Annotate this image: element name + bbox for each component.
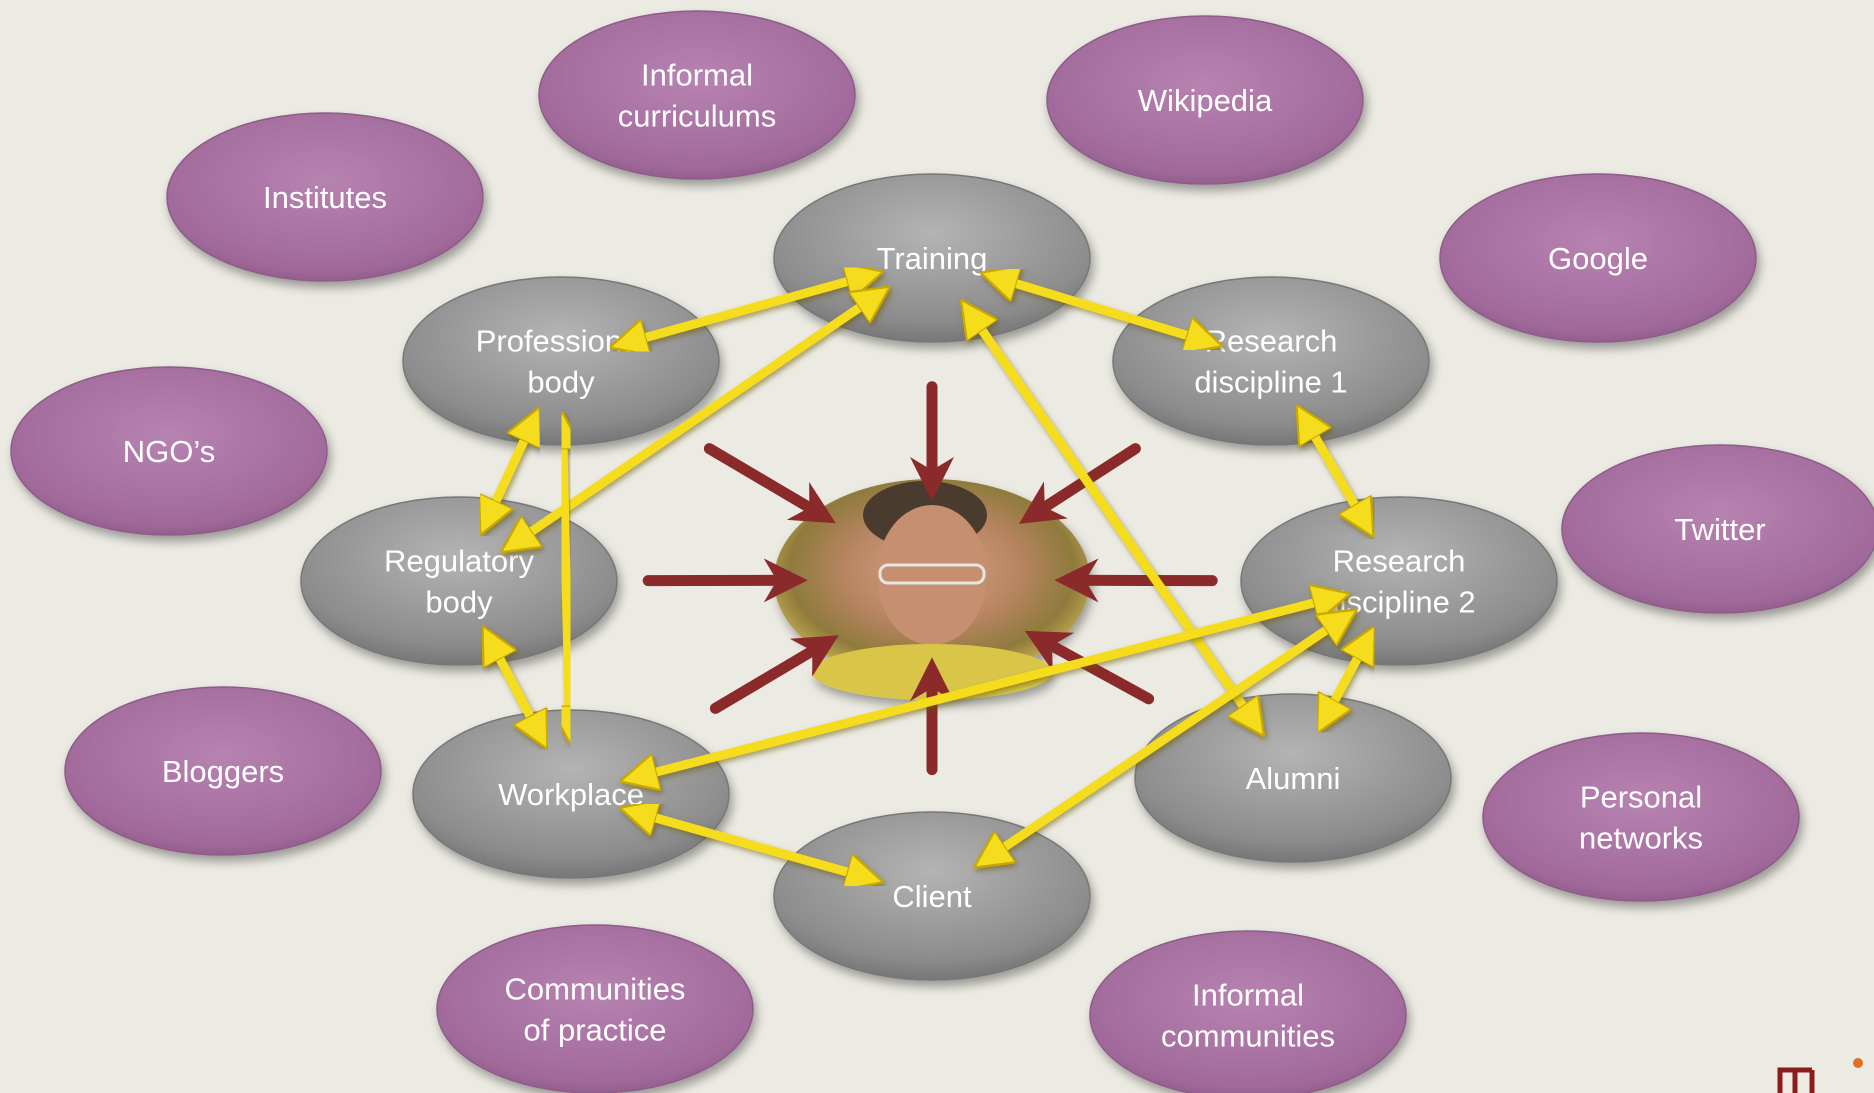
inner-node-shape [1240, 496, 1558, 666]
connection-client-research-discipline-2 [983, 616, 1347, 862]
node-label: Research [1205, 324, 1338, 359]
node-client: Client [773, 811, 1091, 981]
node-informal-curriculums: Informal curriculums [538, 10, 856, 180]
node-label: body [425, 585, 493, 620]
node-label: Communities [505, 972, 686, 1007]
connection-research-discipline-2-alumni [1322, 636, 1369, 724]
outer-node-layer: Informal curriculums WikipediaInstitutesGo… [10, 10, 1874, 1093]
node-label: Informal [1192, 978, 1304, 1013]
node-twitter: Twitter [1561, 444, 1874, 614]
node-label: curriculums [618, 99, 776, 134]
node-google: Google [1439, 173, 1757, 343]
outer-node-shape [1089, 930, 1407, 1093]
node-label: Google [1548, 241, 1648, 276]
logo-mark [1777, 1058, 1863, 1093]
node-label: Workplace [498, 777, 644, 812]
outer-node-shape [1482, 732, 1800, 902]
node-label: Bloggers [162, 754, 284, 789]
node-label: of practice [523, 1013, 666, 1048]
outer-node-shape [436, 924, 754, 1093]
connection-regulatory-body-workplace [488, 636, 542, 739]
node-label: networks [1579, 821, 1703, 856]
node-ngos: NGO’s [10, 366, 328, 536]
node-label: Training [877, 241, 988, 276]
outer-node-shape [538, 10, 856, 180]
node-alumni: Alumni [1134, 693, 1452, 863]
outer-node-shape [1439, 173, 1757, 343]
connection-layer [485, 275, 1370, 880]
node-label: Institutes [263, 180, 387, 215]
connection-research-discipline-1-research-discipline-2 [1302, 415, 1368, 528]
node-label: Client [892, 879, 972, 914]
outer-node-shape [10, 366, 328, 536]
node-personal-networks: Personal networks [1482, 732, 1800, 902]
node-label: communities [1161, 1019, 1335, 1054]
node-informal-communities: Informal communities [1089, 930, 1407, 1093]
node-wikipedia: Wikipedia [1046, 15, 1364, 185]
node-label: Research [1333, 544, 1466, 579]
node-label: discipline 1 [1194, 365, 1347, 400]
center-arrow-workplace [709, 635, 839, 714]
node-training: Training [773, 173, 1091, 343]
outer-node-shape [64, 686, 382, 856]
connection-professional-body-regulatory-body [485, 417, 535, 525]
node-bloggers: Bloggers [64, 686, 382, 856]
connection-professional-body-workplace [562, 423, 569, 732]
node-label: Wikipedia [1138, 83, 1273, 118]
photo-face [877, 505, 987, 645]
node-label: Personal [1580, 780, 1702, 815]
node-label: Informal [641, 58, 753, 93]
node-label: Alumni [1246, 761, 1341, 796]
node-communities-of-practice: Communities of practice [436, 924, 754, 1093]
outer-node-shape [166, 112, 484, 282]
outer-node-shape [1046, 15, 1364, 185]
center-arrow-professional-body [703, 443, 836, 524]
connection-workplace-client [631, 811, 873, 879]
outer-node-shape [1561, 444, 1874, 614]
node-label: NGO’s [123, 434, 215, 469]
node-label: body [527, 365, 595, 400]
node-label: Twitter [1674, 512, 1765, 547]
node-institutes: Institutes [166, 112, 484, 282]
